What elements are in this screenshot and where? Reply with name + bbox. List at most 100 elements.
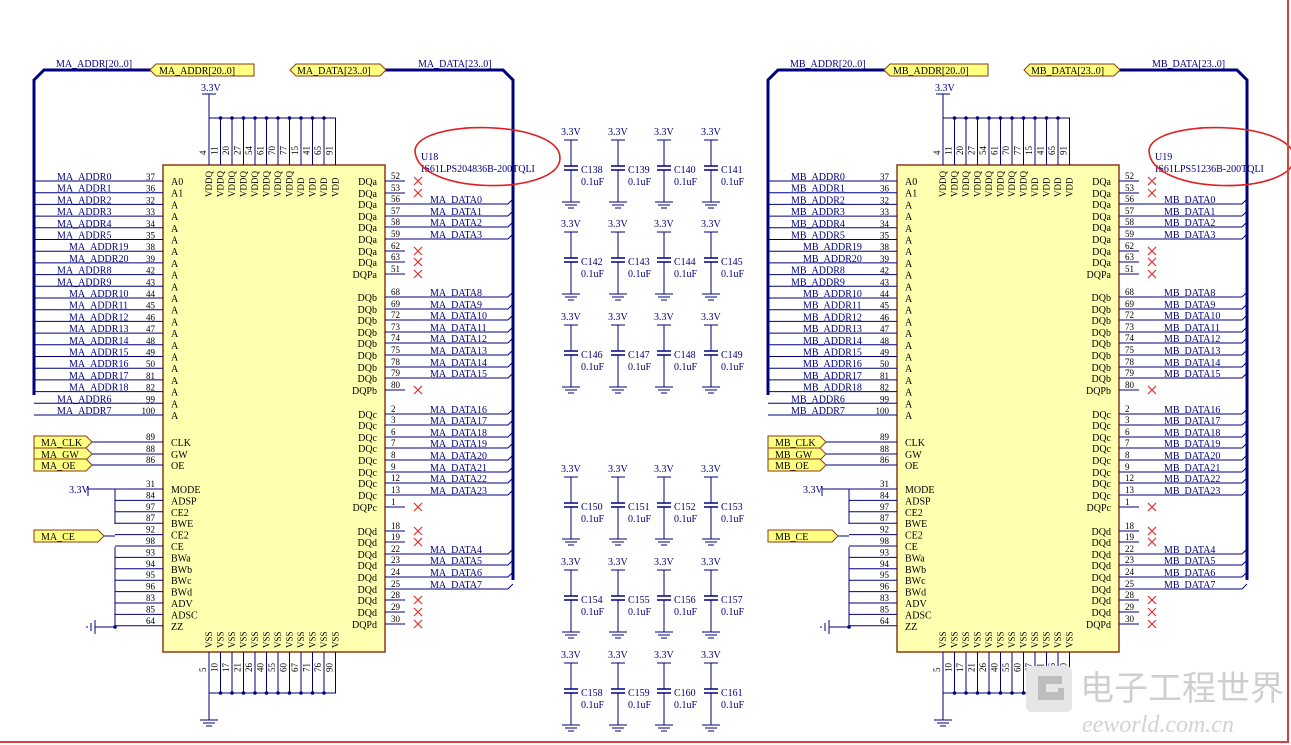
- nc-stroke-2: [413, 526, 423, 536]
- bus-entry: [1241, 408, 1248, 415]
- mode-pin-name: ADV: [171, 599, 193, 610]
- addr-pin-name: A: [171, 411, 179, 422]
- bus-entry: [1241, 442, 1248, 449]
- data-net-label: MA_DATA14: [430, 358, 487, 369]
- top-pin-number: 27: [967, 146, 977, 156]
- data-pin-number: 18: [1125, 521, 1135, 531]
- data-net-label: MB_DATA18: [1164, 428, 1220, 439]
- data-pin-number: 57: [391, 206, 401, 216]
- data-pin-number: 7: [1125, 438, 1130, 448]
- mode-pin-number: 94: [880, 559, 890, 569]
- data-pin-name: DQc: [358, 444, 377, 455]
- data-pin-name: DQa: [358, 189, 377, 200]
- bus-entry: [507, 221, 514, 228]
- data-pin-number: 2: [1125, 404, 1130, 414]
- cap-designator: C147: [628, 350, 650, 361]
- mode-pin-name: BWc: [171, 576, 192, 587]
- ce-port: MB_CE: [767, 529, 839, 543]
- top-pin-name: VDDQ: [204, 171, 214, 197]
- data-pin-number: 6: [391, 427, 396, 437]
- addr-pin-number: 35: [146, 231, 156, 241]
- bus-entry: [507, 233, 514, 240]
- bus-entry: [507, 419, 514, 426]
- port-label: MB_GW: [775, 450, 813, 461]
- cap-value: 0.1uF: [628, 514, 652, 525]
- data-pin-number: 25: [391, 579, 401, 589]
- data-pin-name: DQd: [358, 550, 377, 561]
- data-pin-number: 30: [391, 614, 401, 624]
- data-pin-name: DQd: [1092, 585, 1111, 596]
- data-net-label: MB_DATA21: [1164, 463, 1220, 474]
- data-pin-name: DQb: [358, 293, 377, 304]
- bus-entry: [1241, 361, 1248, 368]
- addr-net-label: MB_ADDR20: [803, 254, 862, 265]
- data-net-label: MB_DATA22: [1164, 474, 1220, 485]
- bottom-pin-name: VSS: [1019, 631, 1029, 648]
- data-net-label: MB_DATA15: [1164, 369, 1220, 380]
- data-bus-label: MB_DATA[23..0]: [1152, 59, 1225, 70]
- cap-value: 0.1uF: [628, 607, 652, 618]
- ground-icon: [562, 196, 580, 209]
- data-pin-number: 74: [391, 333, 401, 343]
- chip-part-number: IS61LPS51236B-200TQLI: [1155, 164, 1264, 175]
- nc-stroke-2: [413, 176, 423, 186]
- data-pin-name: DQa: [1092, 247, 1111, 258]
- ctrl-pin-name: CLK: [905, 438, 926, 449]
- top-pin-name: VDD: [319, 177, 329, 197]
- port-label: MA_DATA[23..0]: [297, 66, 371, 77]
- addr-pin-number: 39: [880, 254, 890, 264]
- bus-entry: [1241, 431, 1248, 438]
- data-net-label: MB_DATA20: [1164, 451, 1220, 462]
- cap-value: 0.1uF: [581, 607, 605, 618]
- data-bus: [1119, 68, 1249, 580]
- data-pin-number: 1: [1125, 497, 1130, 507]
- ctrl-pin-number: 88: [146, 444, 156, 454]
- top-pin-name: VDD: [308, 177, 318, 197]
- data-net-label: MB_DATA0: [1164, 195, 1215, 206]
- top-pin-name: VDDQ: [1019, 171, 1029, 197]
- bus-entry: [507, 372, 514, 379]
- bottom-pin-number: 67: [290, 663, 300, 673]
- bottom-pin-name: VSS: [1053, 631, 1063, 648]
- data-pin-number: 58: [391, 217, 401, 227]
- nc-stroke-2: [1147, 502, 1157, 512]
- addr-net-label: MA_ADDR11: [69, 301, 128, 312]
- mode-pin-number: 84: [146, 490, 156, 500]
- nc-mark: [413, 269, 423, 279]
- cap-designator: C149: [721, 350, 743, 361]
- top-pin-name: VDDQ: [216, 171, 226, 197]
- nc-mark: [1147, 502, 1157, 512]
- mode-pin-number: 97: [880, 502, 890, 512]
- addr-pin-number: 32: [880, 195, 889, 205]
- bottom-pin-name: VSS: [319, 631, 329, 648]
- port-shape: [883, 63, 989, 77]
- addr-net-label: MA_ADDR3: [57, 207, 111, 218]
- mode-pin-name: ADSC: [171, 610, 198, 621]
- bus-entry: [507, 326, 514, 333]
- addr-pin-number: 34: [146, 219, 156, 229]
- data-pin-name: DQd: [358, 608, 377, 619]
- junction-dot: [276, 116, 280, 120]
- cap-value: 0.1uF: [674, 514, 698, 525]
- nc-mark: [1147, 595, 1157, 605]
- ground-icon: [655, 626, 673, 639]
- data-pin-number: 69: [1125, 299, 1135, 309]
- data-net-label: MB_DATA3: [1164, 230, 1215, 241]
- data-pin-number: 12: [1125, 473, 1134, 483]
- data-pin-number: 7: [391, 438, 396, 448]
- mode-pin-name: BWd: [171, 588, 192, 599]
- data-pin-number: 62: [391, 241, 400, 251]
- mode-pin-number: 93: [880, 547, 890, 557]
- data-pin-name: DQc: [358, 456, 377, 467]
- top-pin-number: 15: [290, 146, 300, 156]
- nc-stroke-2: [1147, 176, 1157, 186]
- cap-value: 0.1uF: [721, 700, 745, 711]
- addr-net-label: MB_ADDR18: [803, 383, 862, 394]
- ctrl-pin-number: 89: [146, 432, 156, 442]
- cap-designator: C159: [628, 688, 650, 699]
